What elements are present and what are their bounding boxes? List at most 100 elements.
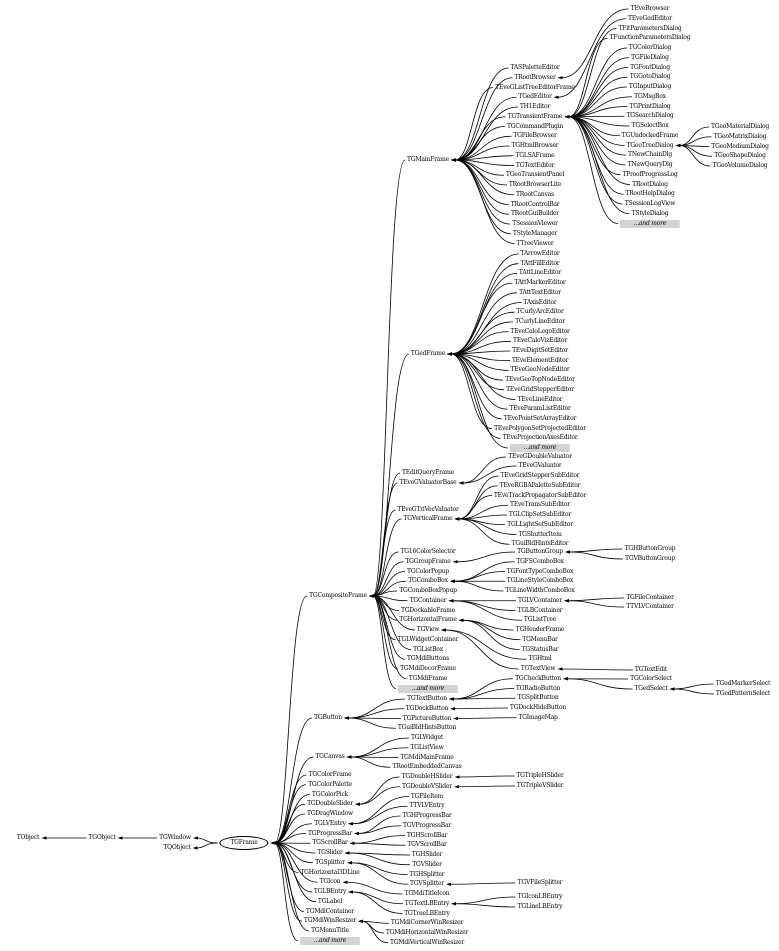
class-node-tgfscombobox[interactable]: TGFSComboBox [516,557,564,565]
class-node-ttvlvcontainer[interactable]: TTVLVContainer [626,603,674,610]
class-node-tglinestylecombobox[interactable]: TGLineStyleComboBox [506,577,574,585]
class-node-teveelementeditor[interactable]: TEveElementEditor [511,356,569,364]
class-node-tarroweditor[interactable]: TArrowEditor [520,250,560,257]
class-node-teveglisttreeeditorframe[interactable]: TEveGListTreeEditorFrame [495,83,575,91]
class-node-tgcolordialog[interactable]: TGColorDialog [628,44,672,51]
class-node-tgfileitem[interactable]: TGFileItem [410,792,444,800]
class-node-tatttexteditor[interactable]: TAttTextEditor [519,288,561,296]
class-node-tevegededitor[interactable]: TEveGedEditor [628,14,672,22]
class-node-tevegtrivecvaluator[interactable]: TEveGTriVecValuator [397,506,459,513]
class-node-tgdockableframe[interactable]: TGDockableFrame [401,606,455,614]
class-node-tproofprogresslog[interactable]: TProofProgressLog [622,170,678,178]
class-node-tevecalolegoeditor[interactable]: TEveCaloLegoEditor [510,327,570,335]
class-node-tgmdimainframe[interactable]: TGMdiMainFrame [400,753,454,761]
class-node-tglwidget[interactable]: TGLWidget [410,734,444,741]
class-node-tevegeonodeeditor[interactable]: TEveGeoNodeEditor [510,366,570,374]
class-node-tgedselect[interactable]: TGedSelect [634,685,668,692]
class-node-tgeovolumedialog[interactable]: TGeoVolumeDialog [712,162,768,169]
class-node-tghsplitter[interactable]: TGHSplitter [409,870,445,878]
class-node-tgbuttongroup[interactable]: TGButtonGroup [517,548,563,555]
class-node-tgfilebrowser[interactable]: TGFileBrowser [513,132,557,140]
and-more-box[interactable]: ...and more [397,684,459,693]
class-node-tglinewidthcombobox[interactable]: TGLineWidthComboBox [505,587,575,594]
class-node-tgdoublehslider[interactable]: TGDoubleHSlider [401,773,453,780]
class-node-tgcolorpopup[interactable]: TGColorPopup [407,567,449,575]
class-node-tgradiobutton[interactable]: TGRadioButton [515,684,561,692]
class-node-tguibldhintsbutton[interactable]: TGuiBldHintsButton [397,724,457,732]
class-node-tgmdiverticalwinresizer[interactable]: TGMdiVerticalWinResizer [390,938,464,946]
class-node-tevegvaluator[interactable]: TEveGValuator [518,462,562,469]
class-node-tgcommandplugin[interactable]: TGCommandPlugin [506,122,564,130]
class-node-tgmdicontainer[interactable]: TGMdiContainer [305,907,355,915]
class-node-tgeomatrixdialog[interactable]: TGeoMatrixDialog [713,132,767,140]
class-node-teveparamlisteditor[interactable]: TEveParamListEditor [509,405,571,413]
class-node-tgcontainer[interactable]: TGContainer [409,596,447,604]
class-node-tgeoshapedialog[interactable]: TGeoShapeDialog [714,152,766,160]
class-node-tglvcontainer[interactable]: TGLVContainer [517,596,563,604]
class-node-tgdockhidebutton[interactable]: TGDockHideButton [509,704,567,711]
class-node-tevegridsteppersubeditor[interactable]: TEveGridStepperSubEditor [500,472,580,479]
class-node-tsessionviewer[interactable]: TSessionViewer [512,220,558,227]
class-node-tgcheckbutton[interactable]: TGCheckButton [515,674,561,682]
class-node-tevepointsetarrayeditor[interactable]: TEvePointSetArrayEditor [503,414,577,422]
class-node-tgsplitbutton[interactable]: TGSplitButton [517,694,559,702]
class-node-tg16colorselector[interactable]: TG16ColorSelector [400,548,456,555]
class-node-tgimagemap[interactable]: TGImageMap [518,713,558,721]
class-node-tgedframe[interactable]: TGedFrame [410,350,446,357]
class-node-tgframe[interactable]: TGFrame [219,836,269,850]
class-node-tgmdiframe[interactable]: TGMdiFrame [408,674,448,682]
class-node-tevegvaluatorbase[interactable]: TEveGValuatorBase [399,479,457,486]
class-node-tgeotransientpanel[interactable]: TGeoTransientPanel [505,171,565,179]
class-node-trootcontrolbar[interactable]: TRootControlBar [510,200,560,208]
class-node-taspaletteeditor[interactable]: TASPaletteEditor [510,64,560,71]
class-node-teditqueryframe[interactable]: TEditQueryFrame [402,469,454,476]
class-node-tgslider[interactable]: TGSlider [317,849,343,856]
class-node-tgiconlbentry[interactable]: TGIconLBEntry [517,893,563,900]
class-node-tgfilecontainer[interactable]: TGFileContainer [626,594,674,601]
class-node-tevetranssubeditor[interactable]: TEveTransSubEditor [510,501,570,509]
class-node-tggroupframe[interactable]: TGGroupFrame [405,557,451,565]
class-node-tgheaderframe[interactable]: TGHeaderFrame [515,626,565,633]
class-node-tevegridsteppereditor[interactable]: TEveGridStepperEditor [506,385,574,393]
class-node-tqobject[interactable]: TQObject [163,844,191,851]
and-more-box[interactable]: ...and more [619,219,681,228]
class-node-tgdoubleslider[interactable]: TGDoubleSlider [307,800,353,808]
class-node-tevegeotopnodeeditor[interactable]: TEveGeoTopNodeEditor [505,376,575,384]
class-node-tevegdoublevaluator[interactable]: TEveGDoubleValuator [508,453,572,460]
class-node-tglabel[interactable]: TGLabel [317,897,343,905]
class-node-tgsearchdialog[interactable]: TGSearchDialog [626,112,674,120]
class-node-tghorizontal3dline[interactable]: TGHorizontal3DLine [300,868,360,876]
class-node-tgobject[interactable]: TGObject [88,834,116,841]
class-node-tginputdialog[interactable]: TGInputDialog [628,83,672,90]
class-node-tgprintdialog[interactable]: TGPrintDialog [629,102,671,110]
class-node-trootdialog[interactable]: TRootDialog [632,180,668,188]
class-node-tgshutteritem[interactable]: TGShutterItem [518,530,562,538]
class-node-tgcolorpick[interactable]: TGColorPick [311,790,349,798]
class-node-tgcolorpalette[interactable]: TGColorPalette [308,780,352,788]
class-node-tgvscrollbar[interactable]: TGVScrollBar [407,841,447,849]
class-node-tgmdibuttons[interactable]: TGMdiButtons [407,655,449,663]
class-node-tgcombobox[interactable]: TGComboBox [408,577,448,585]
class-node-tgmenubar[interactable]: TGMenuBar [522,635,558,643]
class-node-tattfilleditor[interactable]: TAttFillEditor [520,259,560,267]
class-node-troothelpdialog[interactable]: TRootHelpDialog [625,190,675,198]
class-node-tfunctionparametersdialog[interactable]: TFunctionParametersDialog [609,34,691,42]
class-node-tghbuttongroup[interactable]: TGHButtonGroup [624,545,676,552]
and-more-box[interactable]: ...and more [509,444,571,452]
class-node-tevetrackpropagatorsubeditor[interactable]: TEveTrackPropagatorSubEditor [493,491,587,499]
class-node-tgvprogressbar[interactable]: TGVProgressBar [402,821,452,829]
class-node-ttreeviewer[interactable]: TTreeViewer [516,239,554,247]
class-node-tglbcontainer[interactable]: TGLBContainer [517,606,563,614]
class-node-tgllightsetsubeditor[interactable]: TGLLightSetSubEditor [507,520,573,528]
class-node-tgundockedframe[interactable]: TGUndockedFrame [621,131,679,139]
class-node-trootguibuilder[interactable]: TRootGuiBuilder [510,210,560,218]
class-node-trootcanvas[interactable]: TRootCanvas [515,190,555,198]
class-node-tgvslider[interactable]: TGVSlider [412,860,442,868]
class-node-tgeomediumdialog[interactable]: TGeoMediumDialog [711,142,769,150]
class-node-tobject[interactable]: TObject [16,834,40,841]
class-node-tgpicturebutton[interactable]: TGPictureButton [402,714,452,722]
class-node-tgmsgbox[interactable]: TGMsgBox [634,92,666,100]
class-node-tghtml[interactable]: TGHtml [528,655,552,663]
class-node-tevebrowser[interactable]: TEveBrowser [630,5,670,12]
class-node-trootbrowser[interactable]: TRootBrowser [514,73,556,81]
